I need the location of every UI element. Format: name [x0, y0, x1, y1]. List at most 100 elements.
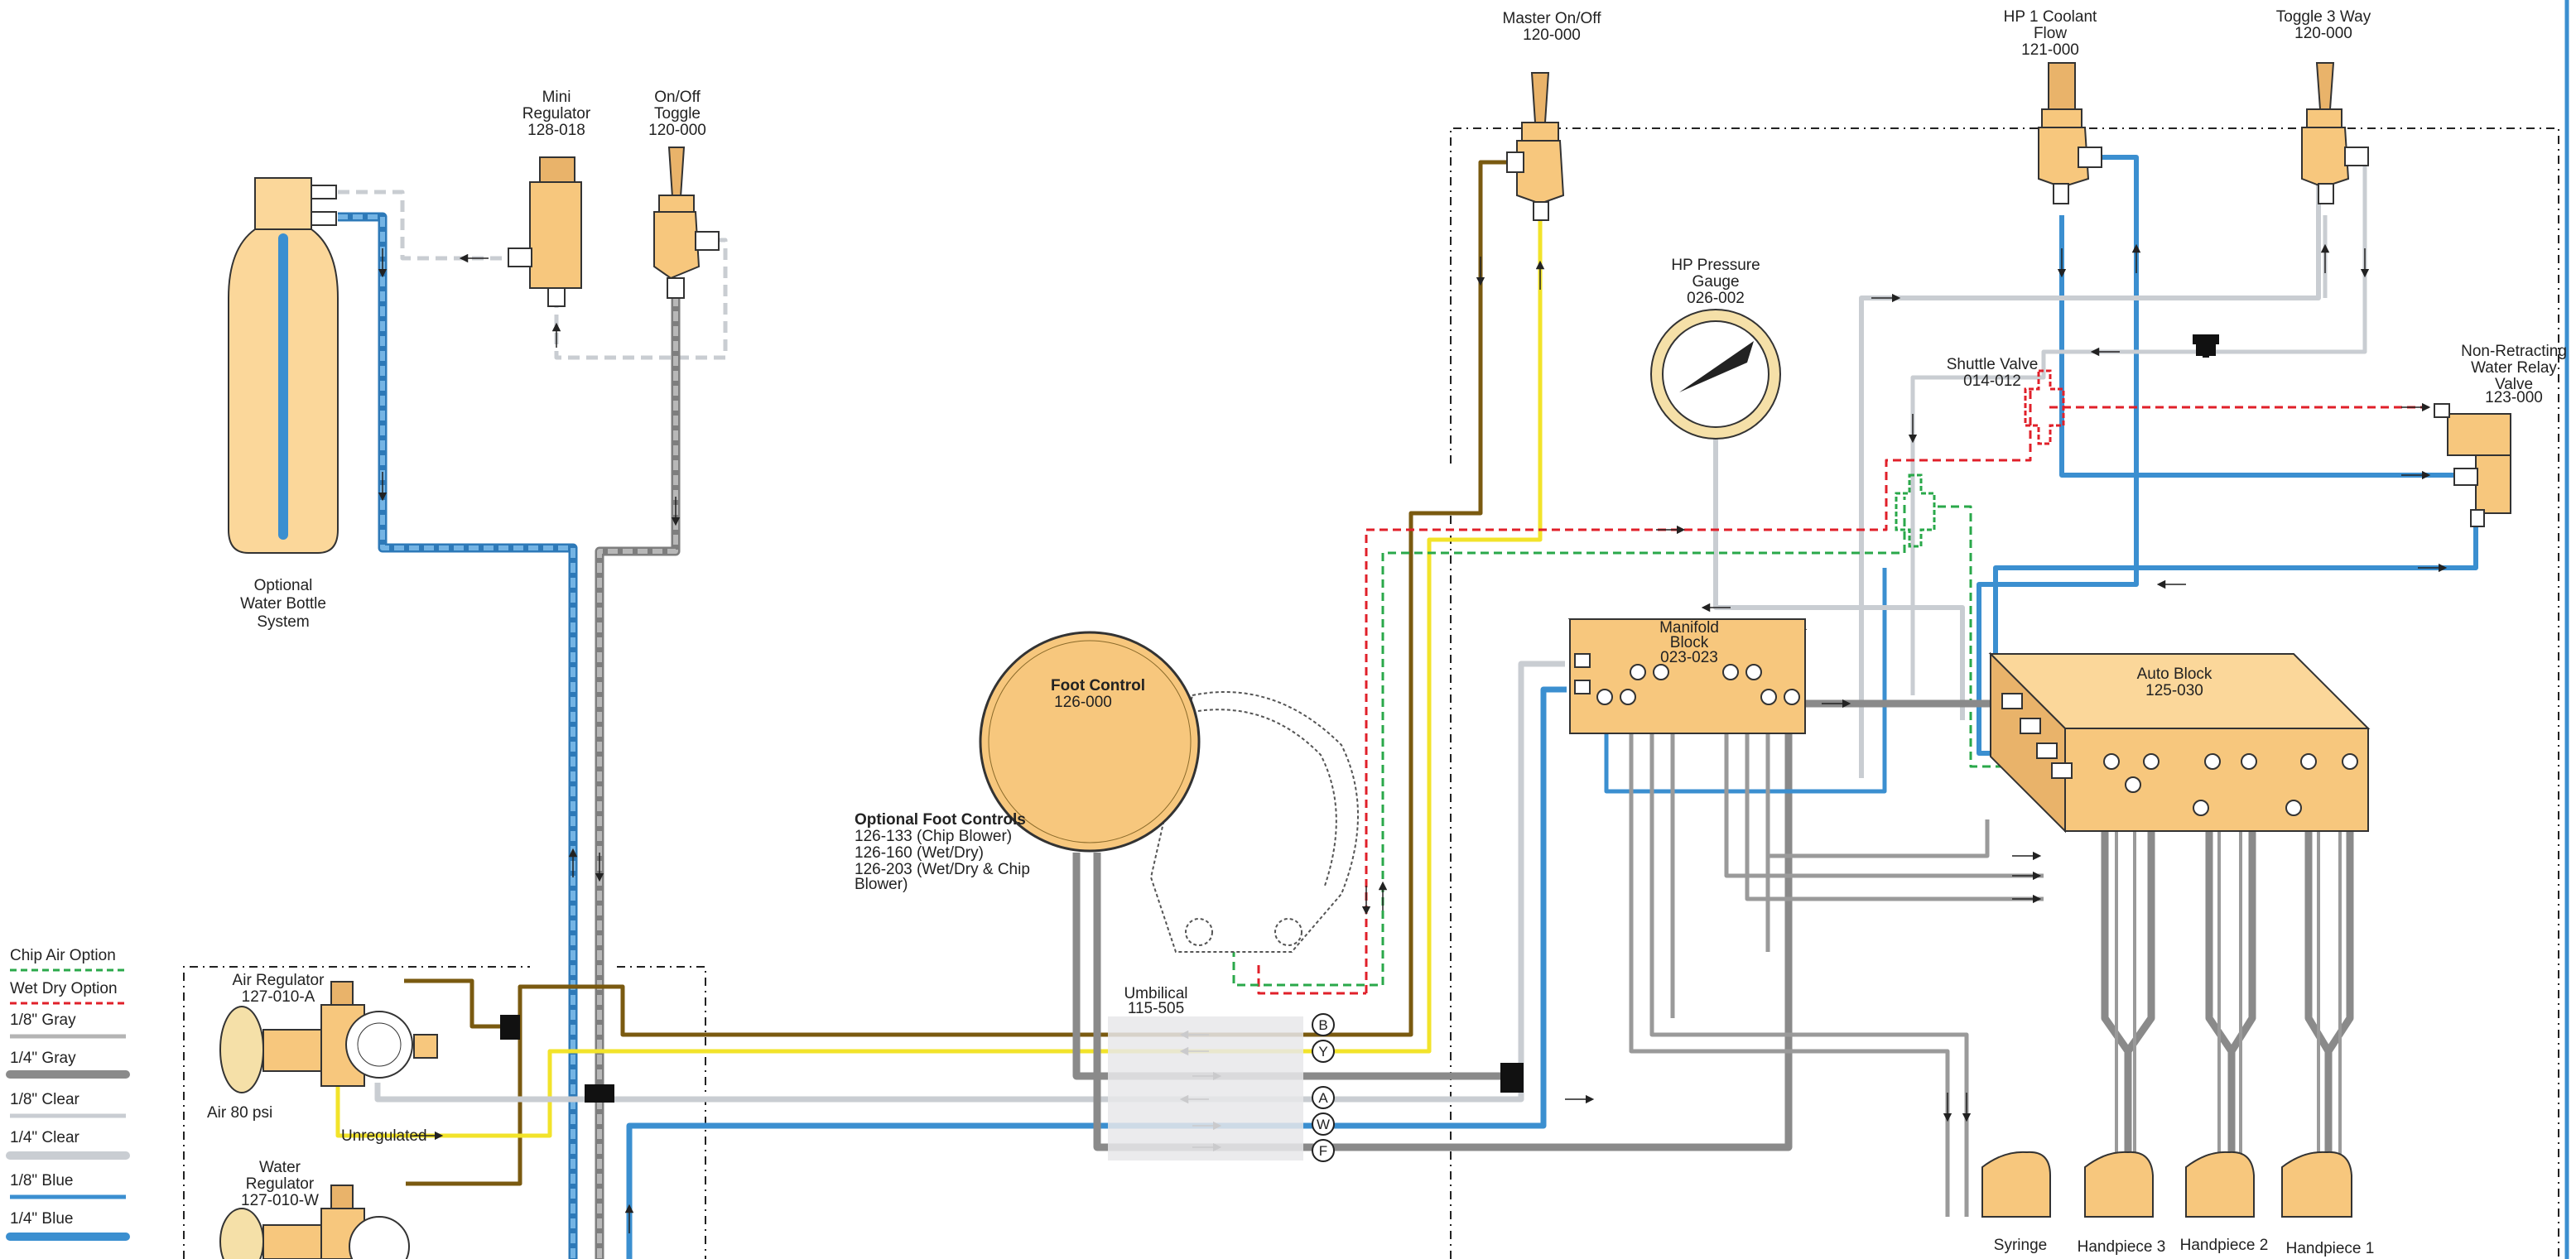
svg-text:Water Bottle: Water Bottle	[240, 595, 326, 613]
handpiece-labels: Syringe Handpiece 3 Handpiece 2 Handpiec…	[1994, 1237, 2375, 1257]
shuttle-valve-label: Shuttle Valve 014-012	[1947, 356, 2039, 390]
svg-text:128-018: 128-018	[527, 122, 585, 139]
svg-text:Master On/Off: Master On/Off	[1503, 10, 1602, 27]
legend: Chip Air Option Wet Dry Option 1/8" Gray…	[6, 947, 130, 1241]
svg-text:126-000: 126-000	[1054, 694, 1112, 711]
master-onoff-label: Master On/Off 120-000	[1503, 10, 1602, 44]
svg-text:115-505: 115-505	[1128, 1000, 1184, 1017]
svg-text:Syringe: Syringe	[1994, 1237, 2047, 1254]
port-b: B	[1318, 1017, 1327, 1033]
svg-text:Optional Foot Controls: Optional Foot Controls	[855, 811, 1026, 829]
svg-text:Auto Block: Auto Block	[2137, 666, 2212, 683]
manifold-block	[1567, 618, 1808, 734]
manifold-label: Manifold Block 023-023	[1659, 619, 1719, 666]
onoff-toggle-label: On/Off Toggle 120-000	[648, 89, 706, 139]
svg-text:HP Pressure: HP Pressure	[1671, 257, 1760, 274]
svg-text:127-010-W: 127-010-W	[241, 1192, 319, 1209]
svg-text:Block: Block	[1670, 634, 1709, 651]
svg-text:023-023: 023-023	[1660, 649, 1718, 666]
master-onoff-valve	[1506, 72, 1565, 221]
port-f: F	[1319, 1143, 1327, 1159]
svg-text:Handpiece 3: Handpiece 3	[2078, 1238, 2166, 1256]
svg-text:121-000: 121-000	[2021, 41, 2079, 59]
handpiece-holders	[1981, 1151, 2352, 1218]
legend-label-18-gray: 1/8" Gray	[10, 1012, 76, 1029]
hp1-coolant-label: HP 1 Coolant Flow 121-000	[2004, 8, 2097, 59]
legend-label-14-gray: 1/4" Gray	[10, 1050, 76, 1067]
svg-text:Air 80 psi: Air 80 psi	[207, 1104, 272, 1122]
legend-label-wet-dry: Wet Dry Option	[10, 980, 118, 997]
auto-block-label: Auto Block 125-030	[2137, 666, 2212, 699]
svg-text:HP 1 Coolant: HP 1 Coolant	[2004, 8, 2097, 26]
svg-text:126-160 (Wet/Dry): 126-160 (Wet/Dry)	[855, 844, 984, 862]
umbilical	[1108, 1016, 1303, 1160]
svg-text:System: System	[257, 613, 309, 631]
svg-text:Toggle: Toggle	[654, 105, 701, 123]
tee-fittings	[500, 1015, 1524, 1103]
toggle-3way-label: Toggle 3 Way 120-000	[2276, 8, 2371, 42]
mini-regulator-label: Mini Regulator 128-018	[522, 89, 591, 139]
legend-label-18-blue: 1/8" Blue	[10, 1172, 73, 1189]
svg-text:Air Regulator: Air Regulator	[233, 972, 325, 989]
svg-text:Unregulated: Unregulated	[341, 1127, 427, 1145]
svg-text:014-012: 014-012	[1963, 372, 2021, 390]
air-regulator-label: Air Regulator 127-010-A Air 80 psi Unreg…	[207, 972, 427, 1145]
port-a: A	[1318, 1090, 1328, 1106]
svg-text:Manifold: Manifold	[1659, 619, 1719, 637]
nonretracting-relay-valve	[2434, 403, 2511, 527]
svg-text:Regulator: Regulator	[246, 1175, 315, 1193]
svg-text:120-000: 120-000	[648, 122, 706, 139]
hp1-coolant-valve	[2038, 62, 2102, 204]
legend-label-14-clear: 1/4" Clear	[10, 1129, 80, 1146]
svg-text:Blower): Blower)	[855, 876, 908, 893]
shuttle-valve	[1895, 334, 2219, 548]
svg-text:Mini: Mini	[542, 89, 571, 106]
foot-control	[979, 631, 1359, 953]
auto-block	[1988, 651, 2371, 834]
foot-control-label: Foot Control 126-000	[1051, 677, 1145, 711]
water-regulator-label: Water Regulator 127-010-W	[241, 1159, 319, 1209]
umbilical-ports: B Y A W F	[1312, 1013, 1335, 1162]
legend-label-18-clear: 1/8" Clear	[10, 1091, 80, 1108]
water-regulator	[219, 1185, 410, 1259]
svg-text:Flow: Flow	[2034, 25, 2067, 42]
svg-text:126-133 (Chip Blower): 126-133 (Chip Blower)	[855, 828, 1012, 845]
svg-text:Handpiece 2: Handpiece 2	[2180, 1237, 2269, 1254]
svg-text:Water: Water	[259, 1159, 301, 1176]
svg-text:Shuttle Valve: Shuttle Valve	[1947, 356, 2039, 373]
air-regulator	[219, 981, 438, 1093]
hp-pressure-gauge	[1650, 309, 1781, 440]
svg-text:120-000: 120-000	[2294, 25, 2352, 42]
svg-text:Valve: Valve	[2495, 376, 2533, 393]
svg-text:123-000: 123-000	[2485, 389, 2543, 406]
umbilical-label: Umbilical 115-505	[1124, 985, 1187, 1017]
svg-text:125-030: 125-030	[2145, 682, 2203, 699]
svg-text:127-010-A: 127-010-A	[242, 988, 315, 1006]
toggle-3way-valve	[2301, 62, 2369, 204]
cabinet-outline	[183, 127, 2559, 1259]
svg-text:120-000: 120-000	[1523, 26, 1581, 44]
legend-label-14-blue: 1/4" Blue	[10, 1210, 73, 1228]
svg-text:Gauge: Gauge	[1692, 273, 1739, 291]
port-w: W	[1317, 1117, 1330, 1132]
svg-text:Toggle 3 Way: Toggle 3 Way	[2276, 8, 2371, 26]
port-y: Y	[1318, 1044, 1327, 1060]
svg-text:Foot Control: Foot Control	[1051, 677, 1145, 694]
svg-text:Handpiece 1: Handpiece 1	[2286, 1240, 2375, 1257]
water-bottle	[228, 177, 339, 554]
svg-text:Regulator: Regulator	[522, 105, 591, 123]
svg-text:Water Relay: Water Relay	[2471, 359, 2557, 377]
water-bottle-label: Optional Water Bottle System	[240, 577, 326, 631]
svg-text:126-203 (Wet/Dry & Chip: 126-203 (Wet/Dry & Chip	[855, 861, 1030, 878]
svg-text:On/Off: On/Off	[654, 89, 701, 106]
legend-label-chip-air: Chip Air Option	[10, 947, 116, 964]
svg-text:Umbilical: Umbilical	[1124, 985, 1187, 1002]
optional-foot-controls-label: Optional Foot Controls 126-133 (Chip Blo…	[855, 811, 1030, 893]
svg-text:Optional: Optional	[254, 577, 313, 594]
hp-gauge-label: HP Pressure Gauge 026-002	[1671, 257, 1760, 307]
mini-regulator	[508, 156, 582, 307]
svg-text:026-002: 026-002	[1687, 290, 1745, 307]
nonretracting-label: Non-Retracting Water Relay Valve 123-000	[2461, 343, 2567, 406]
svg-text:Non-Retracting: Non-Retracting	[2461, 343, 2567, 360]
